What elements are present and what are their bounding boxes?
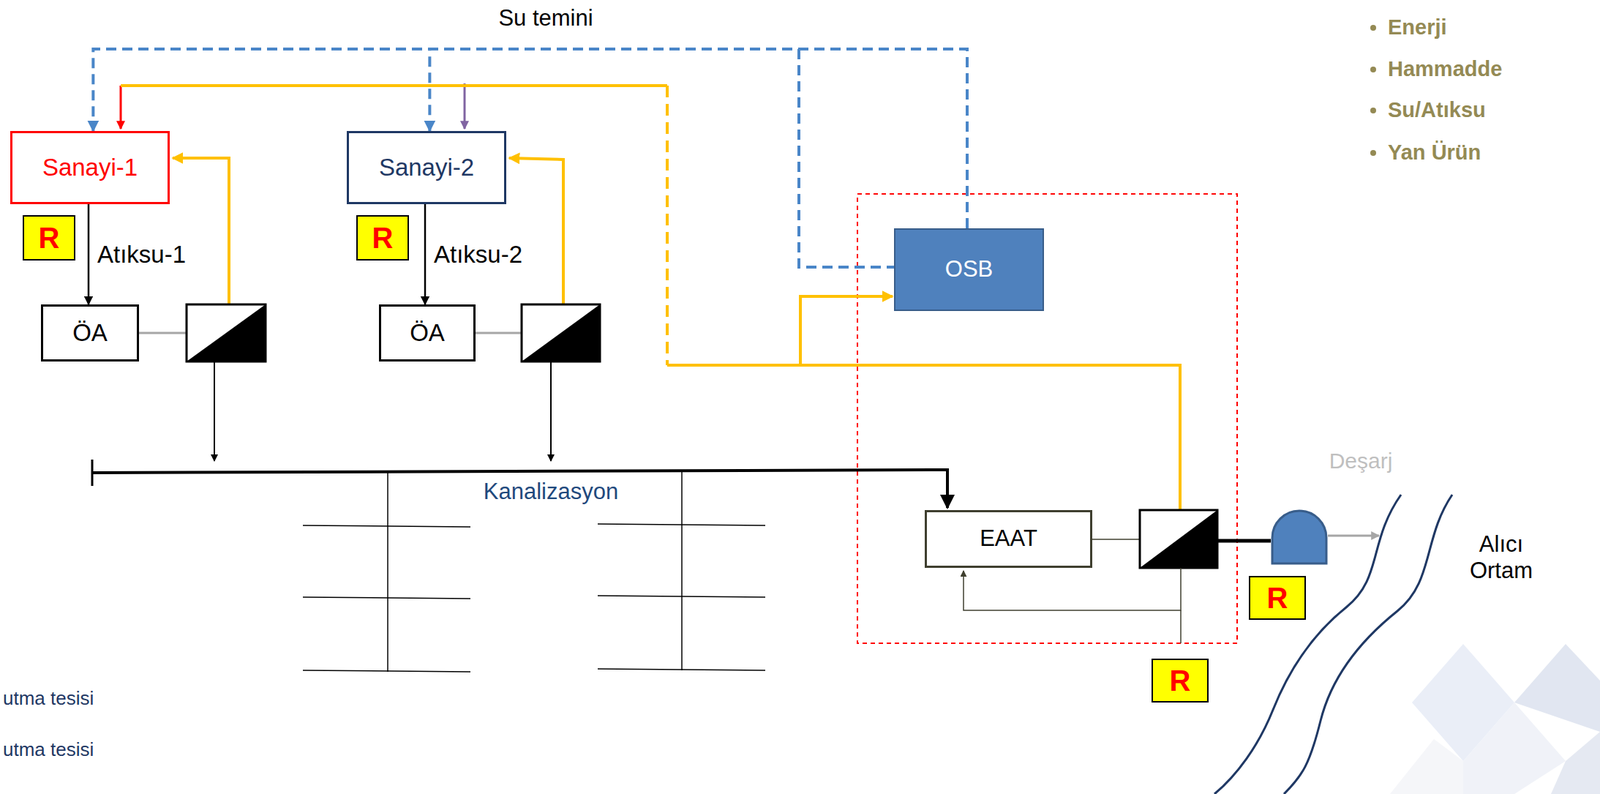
node-text: OSB [945, 256, 993, 282]
recovery-line [172, 158, 229, 305]
node-text: Sanayi-2 [378, 154, 475, 181]
water-supply-line [92, 49, 968, 229]
industry-box: Sanayi-2 [346, 130, 507, 205]
node-text: R [1169, 664, 1192, 697]
discharge-structure [1272, 510, 1327, 564]
link-line [1092, 538, 1140, 540]
node-text: EAAT [979, 526, 1038, 551]
discharge-label: Deşarj [1329, 448, 1393, 475]
water-line [798, 49, 895, 268]
raw-material-arrow [119, 85, 123, 129]
water-supply-line [429, 49, 968, 229]
river-bank [1283, 494, 1453, 794]
recovery-line [667, 365, 1181, 510]
edge-label: Atıksu-2 [432, 240, 524, 269]
membrane-symbol [521, 304, 600, 362]
edge-label: Atıksu-1 [95, 240, 188, 269]
legend-item: Enerji [1387, 15, 1448, 40]
receiving-water-label: Alıcı Ortam [1453, 531, 1549, 584]
node-text: R [372, 221, 394, 254]
node-text: R [38, 221, 60, 254]
recycle-line [1180, 610, 1182, 644]
legend-item: Yan Ürün [1387, 140, 1481, 165]
legend-item: Su/Atıksu [1387, 98, 1486, 123]
legend-item: Hammadde [1387, 57, 1502, 82]
node-text: ÖA [409, 319, 445, 347]
note-text: utma tesisi [2, 738, 94, 761]
membrane-symbol [1139, 509, 1218, 568]
membrane-symbol [186, 304, 266, 362]
recovery-line [665, 85, 669, 366]
sewer-network [92, 459, 948, 672]
discharge-arrow [1327, 534, 1380, 537]
recovery-line [120, 84, 668, 88]
supply-label: Su temini [498, 5, 593, 32]
pretreatment-box: ÖA [40, 304, 140, 362]
raw-material-arrow [463, 83, 467, 129]
node-text: R [1267, 581, 1289, 614]
note-text: utma tesisi [2, 687, 94, 710]
decor-shapes [1390, 643, 1600, 794]
recovery-line [509, 158, 564, 305]
river-bank [1214, 494, 1402, 794]
osb-box: OSB [894, 228, 1044, 311]
outflow-arrow [213, 361, 216, 461]
recycle-callout: R [22, 215, 76, 261]
recycle-callout: R [356, 215, 409, 261]
link-line [475, 332, 522, 335]
node-text: ÖA [72, 319, 108, 347]
recycle-callout: R [1248, 575, 1306, 620]
recycle-line [963, 567, 1181, 611]
wastewater-arrow [424, 204, 427, 305]
discharge-line [1217, 539, 1271, 543]
sewer-label: Kanalizasyon [483, 478, 619, 505]
node-text: Sanayi-1 [42, 154, 138, 181]
outflow-arrow [550, 361, 552, 461]
bullet [1370, 24, 1377, 156]
wastewater-arrow [87, 204, 90, 305]
recovery-line [800, 296, 893, 366]
recycle-callout: R [1151, 658, 1209, 703]
industry-box: Sanayi-1 [10, 130, 170, 205]
link-line [139, 332, 187, 335]
pretreatment-box: ÖA [378, 304, 476, 362]
treatment-plant-box: EAAT [924, 509, 1093, 568]
